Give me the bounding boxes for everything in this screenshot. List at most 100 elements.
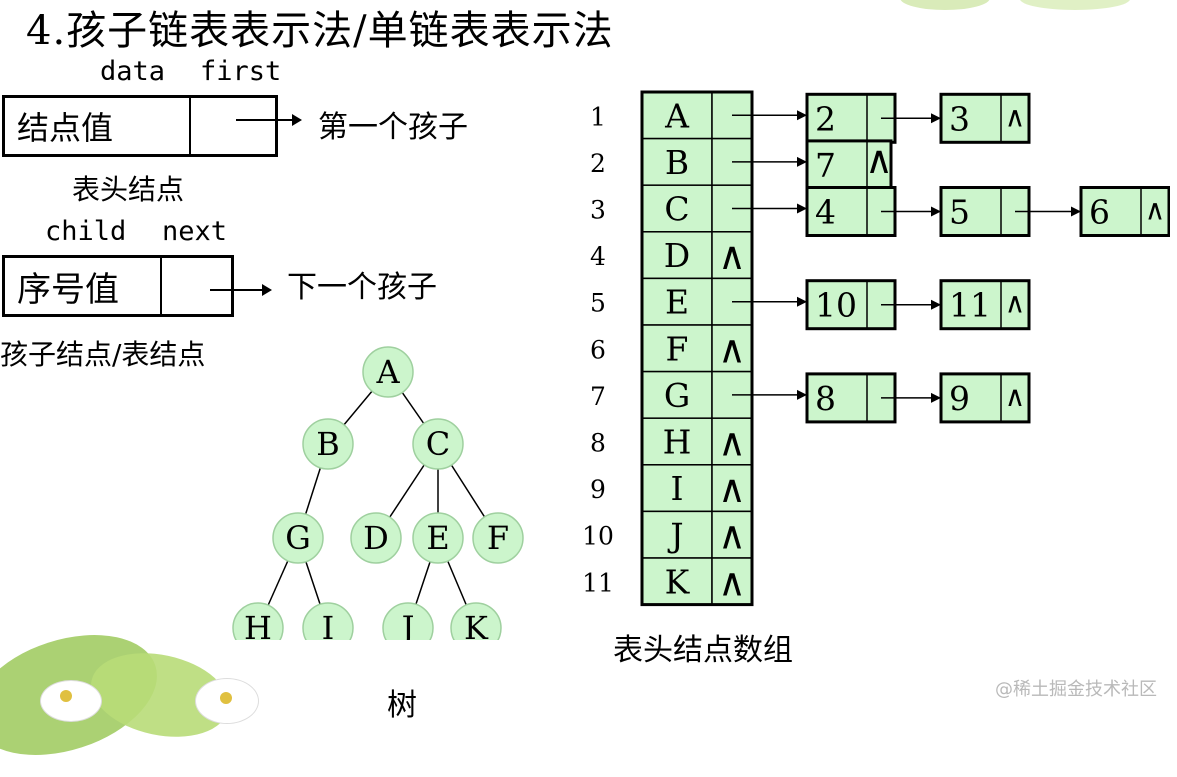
array-data-label-8: H: [663, 423, 692, 462]
array-index-11: 11: [582, 568, 614, 597]
child-node-null-3-2: ∧: [1145, 194, 1166, 227]
tree-node-g: [272, 512, 324, 564]
array-null-8: ∧: [718, 421, 746, 465]
tree-node-label-b: B: [316, 425, 340, 463]
tree-node-h: [232, 602, 284, 640]
array-null-11: ∧: [718, 560, 746, 604]
next-pointer-head-3-0: [931, 206, 941, 217]
next-child-arrow: [210, 284, 272, 296]
array-null-9: ∧: [718, 467, 746, 511]
tree-node-a: [362, 346, 414, 398]
array-index-2: 2: [590, 149, 606, 178]
next-pointer-head-5-0: [931, 299, 941, 310]
array-index-3: 3: [590, 196, 606, 225]
array-index-10: 10: [582, 522, 614, 551]
tree-edges: [257, 371, 499, 629]
page-title: 4.孩子链表表示法/单链表表示法: [26, 8, 614, 54]
tree-node-label-i: I: [322, 609, 335, 640]
child-node-1-1: [939, 92, 1031, 144]
child-node-caption: 孩子结点/表结点: [0, 338, 206, 371]
array-index-9: 9: [590, 475, 606, 504]
array-data-label-3: C: [664, 190, 689, 229]
child-node-3-2: [1079, 186, 1170, 237]
array-first-cell-6: [711, 324, 753, 373]
child-node-divider: [160, 258, 162, 314]
tree-node-label-g: G: [285, 519, 311, 557]
array-data-label-6: F: [666, 329, 689, 368]
tree-node-label-e: E: [426, 519, 449, 557]
array-data-cell-10: [641, 510, 713, 559]
first-child-label: 第一个孩子: [318, 110, 468, 145]
child-node-7-1: [939, 372, 1031, 424]
array-data-label-9: I: [670, 469, 683, 508]
array-data-label-11: K: [665, 562, 691, 601]
tree-node-d: [350, 512, 402, 564]
head-node-divider: [189, 98, 191, 154]
array-data-label-4: D: [664, 236, 690, 275]
head-field-label-first: first: [200, 56, 282, 87]
child-node-value-label: 序号值: [17, 269, 119, 310]
child-node-value-7-1: 9: [949, 379, 970, 418]
array-data-label-10: J: [667, 516, 683, 555]
first-pointer-head-3: [797, 203, 807, 214]
tree-node-b: [302, 418, 354, 470]
array-data-label-1: A: [664, 96, 690, 135]
tree-node-label-a: A: [375, 353, 400, 391]
next-child-label: 下一个孩子: [287, 270, 437, 305]
child-node-value-3-1: 5: [949, 193, 970, 232]
tree-node-c: [412, 418, 464, 470]
array-index-7: 7: [590, 382, 606, 411]
array-null-6: ∧: [718, 327, 746, 371]
tree-node-k: [450, 602, 502, 640]
next-pointer-head-7-0: [931, 392, 941, 403]
child-field-label-next: next: [162, 216, 228, 247]
decorative-flower-leaves: [0, 600, 300, 777]
head-node-caption: 表头结点: [72, 173, 185, 206]
array-index-8: 8: [590, 429, 606, 458]
child-node-value-1-0: 2: [815, 99, 836, 138]
head-node-value-label: 结点值: [17, 109, 114, 147]
child-node-value-3-2: 6: [1089, 193, 1110, 232]
array-index-1: 1: [590, 102, 606, 131]
head-node-structure: 结点值: [2, 95, 278, 157]
array-data-cell-3: [641, 184, 713, 233]
child-node-7-0: [805, 372, 897, 424]
child-node-2-0: [805, 139, 893, 191]
child-node-null-7-1: ∧: [1005, 380, 1026, 413]
child-node-3-0: [805, 186, 897, 237]
array-index-6: 6: [590, 335, 606, 364]
tree-caption: 树: [387, 688, 417, 723]
next-pointer-head-1-0: [931, 113, 941, 124]
child-node-5-0: [805, 279, 897, 331]
tree-node-label-k: K: [464, 609, 489, 640]
child-node-value-5-1: 11: [949, 286, 991, 325]
array-data-label-2: B: [665, 143, 689, 182]
head-field-label-data: data: [100, 56, 166, 87]
child-node-5-1: [939, 279, 1031, 331]
first-pointer-head-5: [797, 296, 807, 307]
array-data-label-5: E: [665, 283, 689, 322]
child-node-null-2-0: ∧: [865, 138, 893, 182]
decorative-top-leaves: [900, 0, 1140, 12]
child-node-value-1-1: 3: [949, 99, 970, 138]
child-node-null-1-1: ∧: [1005, 100, 1026, 133]
child-field-label-child: child: [45, 216, 127, 247]
array-null-4: ∧: [718, 234, 746, 278]
head-array-caption: 表头结点数组: [613, 633, 793, 668]
tree-node-label-c: C: [426, 425, 450, 463]
first-pointer-head-7: [797, 389, 807, 400]
next-pointer-head-3-1: [1071, 206, 1081, 217]
child-node-value-5-0: 10: [815, 286, 857, 325]
child-node-value-2-0: 7: [815, 146, 836, 185]
tree-node-e: [412, 512, 464, 564]
array-data-label-7: G: [664, 376, 690, 415]
tree-node-f: [472, 512, 524, 564]
child-node-structure: 序号值: [2, 255, 234, 317]
array-index-4: 4: [590, 242, 606, 271]
array-index-5: 5: [590, 289, 606, 318]
array-data-cell-2: [641, 137, 713, 186]
first-child-arrow: [236, 114, 302, 126]
